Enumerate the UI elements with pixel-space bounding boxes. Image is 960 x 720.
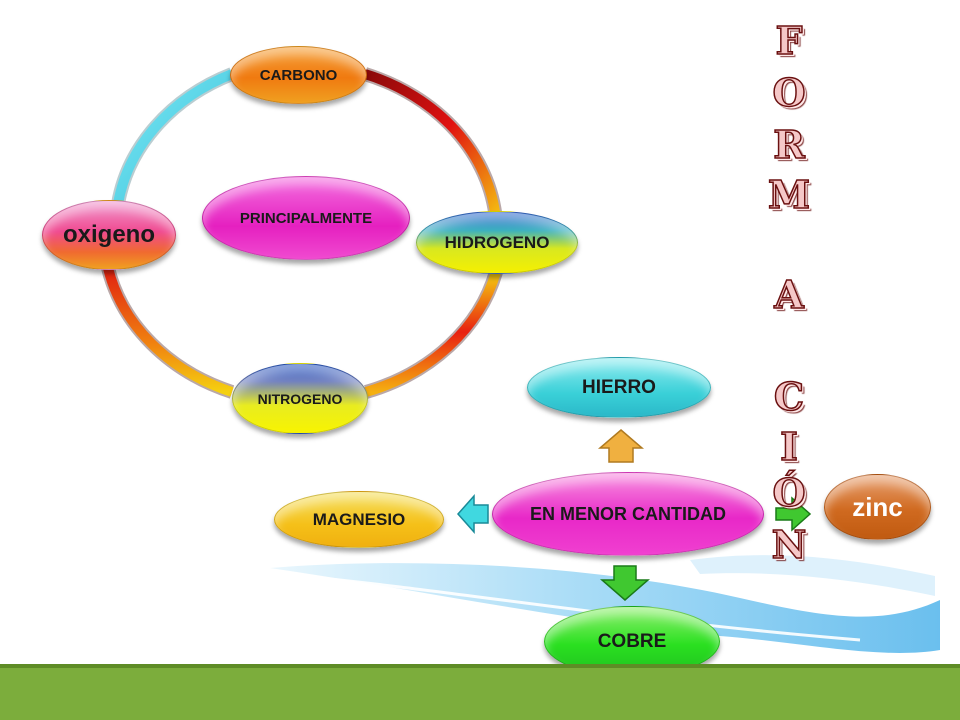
node-carbono: CARBONO	[230, 46, 367, 104]
arrow-right-icon	[775, 496, 812, 532]
title-letter-5: A	[774, 272, 805, 317]
title-letter-3: R	[772, 122, 805, 167]
node-en-menor-cantidad: EN MENOR CANTIDAD	[492, 472, 764, 556]
node-hierro: HIERRO	[527, 357, 711, 418]
arrow-left-icon	[456, 494, 489, 534]
ring-segment-bottom-right	[364, 269, 503, 399]
node-hidrogeno: HIDROGENO	[416, 211, 578, 274]
node-en-menor-cantidad-label: EN MENOR CANTIDAD	[530, 503, 726, 524]
swoosh-shape-2	[690, 555, 935, 596]
node-nitrogeno-label: NITROGENO	[257, 390, 343, 407]
ring-segment-top-left	[111, 67, 235, 206]
title-letter-9: N	[771, 522, 807, 567]
title-letter-8: Ó	[772, 470, 807, 515]
node-zinc-label: zinc	[852, 491, 903, 522]
swoosh-line	[299, 574, 861, 642]
title-letter-2: O	[772, 70, 807, 115]
node-carbono-label: CARBONO	[259, 66, 338, 84]
ring-segment-bottom-left	[101, 266, 235, 399]
node-oxigeno-label: oxigeno	[62, 221, 155, 248]
node-magnesio: MAGNESIO	[274, 491, 444, 548]
title-letter-6: C	[773, 374, 805, 419]
node-hierro-label: HIERRO	[582, 376, 656, 398]
node-magnesio-label: MAGNESIO	[312, 509, 406, 529]
title-letter-4: M	[767, 172, 811, 217]
node-hidrogeno-label: HIDROGENO	[444, 232, 550, 252]
node-principalmente-label: PRINCIPALMENTE	[239, 209, 373, 227]
footer-bar-edge	[0, 664, 960, 668]
arrow-down-icon	[599, 565, 651, 601]
title-letter-7: I	[779, 424, 798, 469]
arrow-up-icon	[597, 429, 645, 463]
node-zinc: zinc	[824, 474, 931, 540]
node-oxigeno: oxigeno	[42, 200, 176, 270]
node-principalmente: PRINCIPALMENTE	[202, 176, 410, 260]
node-nitrogeno: NITROGENO	[232, 363, 368, 434]
node-cobre-label: COBRE	[597, 630, 667, 652]
footer-bar	[0, 664, 960, 720]
title-letter-1: F	[775, 18, 803, 63]
